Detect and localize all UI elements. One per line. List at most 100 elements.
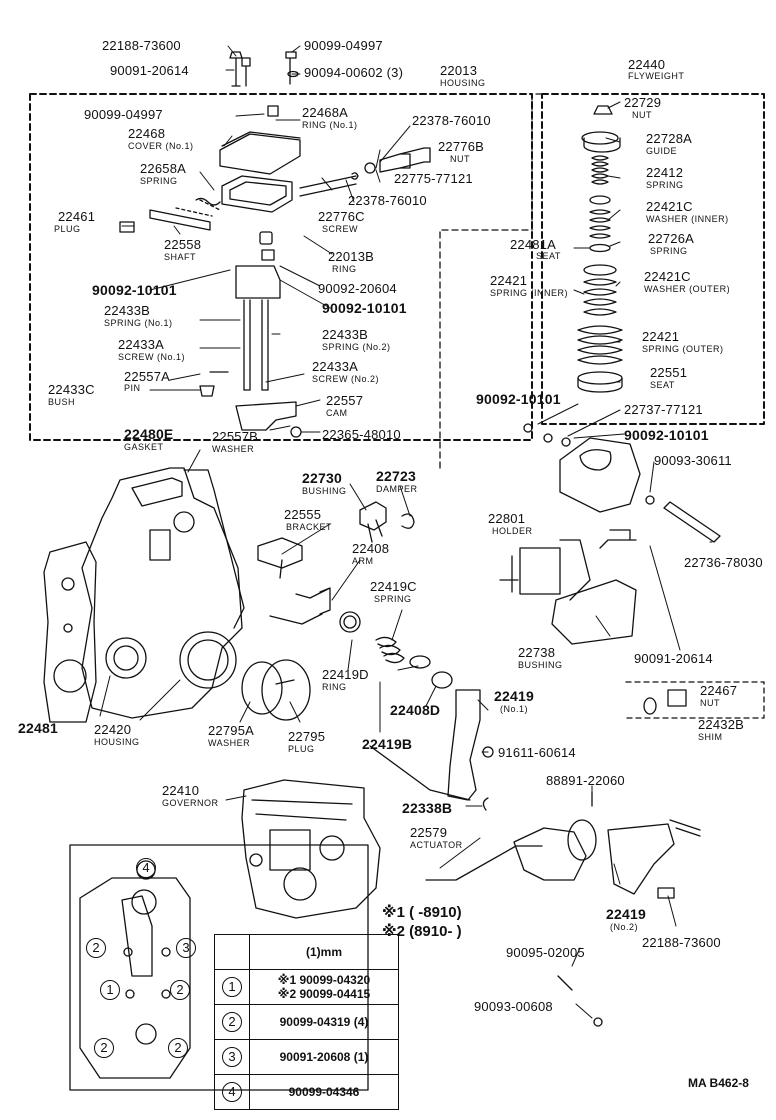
part-22419-no1-desc: (No.1) bbox=[500, 704, 529, 714]
part-22440-desc: FLYWEIGHT bbox=[628, 71, 685, 81]
part-22421-outer: 22421 bbox=[642, 329, 680, 344]
part-22558-desc: SHAFT bbox=[164, 252, 197, 262]
part-22795: 22795 bbox=[288, 729, 326, 744]
part-22410-desc: GOVERNOR bbox=[162, 798, 219, 808]
part-22468: 22468 bbox=[128, 126, 166, 141]
part-22555-desc: BRACKET bbox=[286, 522, 333, 532]
diagram-code: MA B462-8 bbox=[688, 1076, 749, 1090]
ref-table-corner bbox=[214, 934, 250, 970]
part-22433B-no2-desc: SPRING (No.2) bbox=[322, 342, 391, 352]
note-serial-2: ※2 (8910- ) bbox=[382, 923, 462, 940]
inset-marker-2-bottom-right: 2 bbox=[168, 1038, 188, 1058]
part-90092-10101-d: 90092-10101 bbox=[624, 427, 709, 443]
part-22433B-no1: 22433B bbox=[104, 303, 151, 318]
part-22421-inner-desc: SPRING (INNER) bbox=[490, 288, 569, 298]
part-22481: 22481 bbox=[18, 720, 58, 736]
part-90099-04997: 90099-04997 bbox=[84, 107, 163, 122]
part-22440: 22440 bbox=[628, 57, 666, 72]
ref-row-4-key: 4 bbox=[214, 1074, 250, 1110]
part-22775-77121: 22775-77121 bbox=[394, 171, 473, 186]
ref-row-2-key: 2 bbox=[214, 1004, 250, 1040]
part-90091-20614-top: 90091-20614 bbox=[110, 63, 189, 78]
part-22737-77121: 22737-77121 bbox=[624, 402, 703, 417]
part-22433B-no2: 22433B bbox=[322, 327, 369, 342]
part-22421C-outer-desc: WASHER (OUTER) bbox=[644, 284, 731, 294]
part-22795-desc: PLUG bbox=[288, 744, 315, 754]
ref-row-1-value: ※1 90099-04320 ※2 90099-04415 bbox=[249, 969, 399, 1005]
part-22481A-desc: SEAT bbox=[536, 251, 561, 261]
inset-marker-3: 3 bbox=[176, 938, 196, 958]
part-22433A-no1-desc: SCREW (No.1) bbox=[118, 352, 186, 362]
part-22420: 22420 bbox=[94, 722, 132, 737]
part-22558: 22558 bbox=[164, 237, 202, 252]
inset-marker-4: 4 bbox=[136, 858, 156, 878]
ref-row-2-value: 90099-04319 (4) bbox=[249, 1004, 399, 1040]
part-90094-00602: 90094-00602 (3) bbox=[304, 65, 404, 80]
part-22421-inner: 22421 bbox=[490, 273, 528, 288]
part-22433C-desc: BUSH bbox=[48, 397, 76, 407]
ref-row-3-key: 3 bbox=[214, 1039, 250, 1075]
spring-22419C bbox=[375, 636, 453, 689]
part-22408: 22408 bbox=[352, 541, 390, 556]
part-22408-desc: ARM bbox=[352, 556, 374, 566]
gasket-22481 bbox=[43, 541, 97, 723]
part-22419D-desc: RING bbox=[322, 682, 347, 692]
part-22378-76010-b: 22378-76010 bbox=[348, 193, 427, 208]
ref-row-1-key: 1 bbox=[214, 969, 250, 1005]
arm-parts bbox=[257, 501, 415, 633]
part-22557: 22557 bbox=[326, 393, 364, 408]
part-22795A-desc: WASHER bbox=[208, 738, 251, 748]
part-22419C-desc: SPRING bbox=[374, 594, 412, 604]
part-22013B-desc: RING bbox=[332, 264, 357, 274]
part-90093-30611: 90093-30611 bbox=[654, 453, 732, 468]
part-22551-desc: SEAT bbox=[650, 380, 675, 390]
part-22726A: 22726A bbox=[648, 231, 695, 246]
part-22188-73600-bottom: 22188-73600 bbox=[642, 935, 721, 950]
part-22730: 22730 bbox=[302, 470, 342, 486]
part-22365-48010: 22365-48010 bbox=[322, 427, 401, 442]
part-22461-desc: PLUG bbox=[54, 224, 81, 234]
part-22557B: 22557B bbox=[212, 429, 259, 444]
part-22338B: 22338B bbox=[402, 800, 453, 816]
part-22776B-desc: NUT bbox=[450, 154, 470, 164]
part-22420-desc: HOUSING bbox=[94, 737, 140, 747]
part-22729-desc: NUT bbox=[632, 110, 652, 120]
part-22419-no2-desc: (No.2) bbox=[610, 922, 639, 932]
part-22579: 22579 bbox=[410, 825, 448, 840]
part-22432B-desc: SHIM bbox=[698, 732, 723, 742]
upper-assembly-box bbox=[29, 93, 533, 441]
part-22433C: 22433C bbox=[48, 382, 95, 397]
part-22013: 22013 bbox=[440, 63, 478, 78]
lever-22419 bbox=[369, 689, 701, 899]
note-serial-1: ※1 ( -8910) bbox=[382, 904, 462, 921]
part-22421C-inner-desc: WASHER (INNER) bbox=[646, 214, 729, 224]
part-22776C-desc: SCREW bbox=[322, 224, 358, 234]
part-22738-desc: BUSHING bbox=[518, 660, 563, 670]
inset-marker-2-right: 2 bbox=[170, 980, 190, 1000]
part-22480E-desc: GASKET bbox=[124, 442, 164, 452]
part-90092-10101-a: 90092-10101 bbox=[92, 282, 177, 298]
part-22433A-no2-desc: SCREW (No.2) bbox=[312, 374, 380, 384]
part-22433B-no1-desc: SPRING (No.1) bbox=[104, 318, 173, 328]
part-88891-22060: 88891-22060 bbox=[546, 773, 625, 788]
part-90092-10101-b: 90092-10101 bbox=[322, 300, 407, 316]
part-22378-76010-a: 22378-76010 bbox=[412, 113, 491, 128]
part-22726A-desc: SPRING bbox=[650, 246, 688, 256]
flyweight-leader bbox=[439, 93, 543, 471]
bolt-reference-table: (1)mm 1 ※1 90099-04320 ※2 90099-04415 2 … bbox=[214, 934, 399, 1110]
part-22432B: 22432B bbox=[698, 717, 745, 732]
part-22579-desc: ACTUATOR bbox=[410, 840, 463, 850]
part-22013-desc: HOUSING bbox=[440, 78, 486, 88]
flyweight-stack bbox=[499, 105, 721, 645]
bolts-lower bbox=[557, 689, 687, 1027]
part-22408D: 22408D bbox=[390, 702, 441, 718]
ref-row-3-value: 90091-20608 (1) bbox=[249, 1039, 399, 1075]
part-90092-20604: 90092-20604 bbox=[318, 281, 397, 296]
part-22419B: 22419B bbox=[362, 736, 413, 752]
part-22776B: 22776B bbox=[438, 139, 485, 154]
part-22729: 22729 bbox=[624, 95, 662, 110]
ref-table-header: (1)mm bbox=[249, 934, 399, 970]
part-22419-no1: 22419 bbox=[494, 688, 534, 704]
part-22723: 22723 bbox=[376, 468, 416, 484]
